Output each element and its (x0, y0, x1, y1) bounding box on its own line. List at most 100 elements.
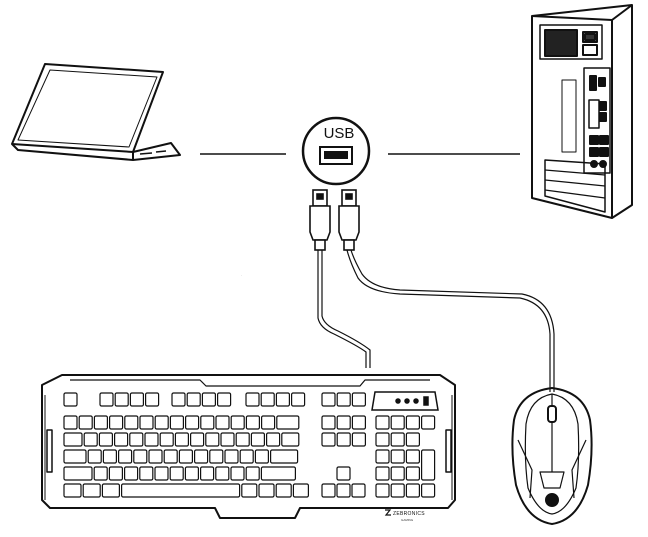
keyboard-key (375, 432, 390, 447)
keyboard-key (375, 466, 390, 481)
keyboard-key (83, 432, 98, 447)
keyboard-key (375, 449, 390, 464)
keyboard-key (200, 415, 215, 430)
keyboard-key (169, 466, 184, 481)
keyboard-key (321, 483, 336, 498)
keyboard-key (336, 432, 351, 447)
keyboard-key (63, 449, 87, 464)
keyboard-key (124, 415, 139, 430)
keyboard-key (390, 432, 405, 447)
keyboard-key (108, 466, 124, 481)
keyboard-key (154, 466, 169, 481)
keyboard-key (336, 483, 351, 498)
keyboard-key (405, 483, 420, 498)
keyboard-key (375, 483, 390, 498)
keyboard-icon (41, 374, 456, 519)
keyboard-key (185, 415, 200, 430)
keyboard-key (163, 449, 178, 464)
keyboard-key (351, 415, 366, 430)
keyboard-key (129, 432, 144, 447)
keyboard-brand-label: ZEBRONICS (393, 511, 425, 517)
keyboard-key (405, 466, 420, 481)
keyboard-key (215, 466, 230, 481)
keyboard-key (281, 432, 300, 447)
keyboard-key (133, 449, 148, 464)
keyboard-key (250, 432, 265, 447)
keyboard-key (245, 392, 260, 407)
keyboard-key (101, 483, 121, 498)
keyboard-key (113, 432, 129, 447)
keyboard-key (190, 432, 205, 447)
keyboard-key (405, 415, 420, 430)
keyboard-key (87, 449, 102, 464)
keyboard-key (336, 466, 351, 481)
keyboard-key (321, 415, 336, 430)
keyboard-key (159, 432, 174, 447)
keyboard-key (99, 392, 114, 407)
keyboard-key (129, 392, 144, 407)
keyboard-key (144, 432, 159, 447)
keyboard-key (120, 483, 241, 498)
keyboard-key (63, 483, 82, 498)
keyboard-key (139, 415, 154, 430)
keyboard-key (174, 432, 189, 447)
keyboard-key (123, 466, 139, 481)
usb-plug-icon (309, 189, 360, 251)
keyboard-key (93, 466, 108, 481)
keyboard-key (254, 449, 269, 464)
keyboard-key (63, 392, 78, 407)
keyboard-key (205, 432, 220, 447)
keyboard-key (261, 415, 276, 430)
keyboard-key (93, 415, 109, 430)
keyboard-key (82, 483, 101, 498)
keyboard-brand-sublabel: GAMING (401, 518, 414, 522)
keyboard-key (421, 483, 436, 498)
keyboard-key (154, 415, 169, 430)
zebronics-logo (384, 509, 392, 516)
keyboard-key (390, 415, 405, 430)
keyboard-key (178, 449, 193, 464)
keyboard-key (390, 449, 405, 464)
keyboard-key (217, 392, 232, 407)
keyboard-key (220, 432, 235, 447)
keyboard-key (266, 432, 281, 447)
keyboard-key (63, 432, 83, 447)
keyboard-key (63, 466, 93, 481)
svg-text:.: . (241, 273, 242, 277)
usb-cable (317, 249, 555, 392)
keyboard-key (390, 483, 405, 498)
keyboard-key (351, 392, 366, 407)
keyboard-key (230, 415, 245, 430)
keyboard-key (186, 392, 201, 407)
keyboard-key (148, 449, 163, 464)
usb-port-icon (301, 116, 371, 186)
keyboard-key (98, 432, 114, 447)
keyboard-key (375, 415, 390, 430)
keyboard-key (260, 466, 296, 481)
keyboard-key (351, 432, 366, 447)
keyboard-key (117, 449, 133, 464)
keyboard-key (235, 432, 250, 447)
keyboard-key (241, 483, 258, 498)
keyboard-key (321, 432, 336, 447)
keyboard-key (421, 415, 436, 430)
keyboard-key (405, 449, 420, 464)
keyboard-indicator-panel (371, 391, 439, 411)
mouse-icon (511, 387, 593, 525)
keyboard-key (184, 466, 199, 481)
keyboard-key (230, 466, 245, 481)
desktop-tower-icon (531, 4, 633, 219)
keyboard-key (239, 449, 254, 464)
keyboard-key (260, 392, 275, 407)
keyboard-key (275, 483, 292, 498)
keyboard-key (78, 415, 93, 430)
keyboard-key (245, 415, 260, 430)
keyboard-key (209, 449, 224, 464)
keyboard-key (292, 483, 309, 498)
keyboard-key (276, 415, 300, 430)
keyboard-key (405, 432, 420, 447)
keyboard-key (215, 415, 230, 430)
keyboard-key (421, 449, 436, 481)
keyboard-key (200, 466, 215, 481)
keyboard-key (102, 449, 118, 464)
